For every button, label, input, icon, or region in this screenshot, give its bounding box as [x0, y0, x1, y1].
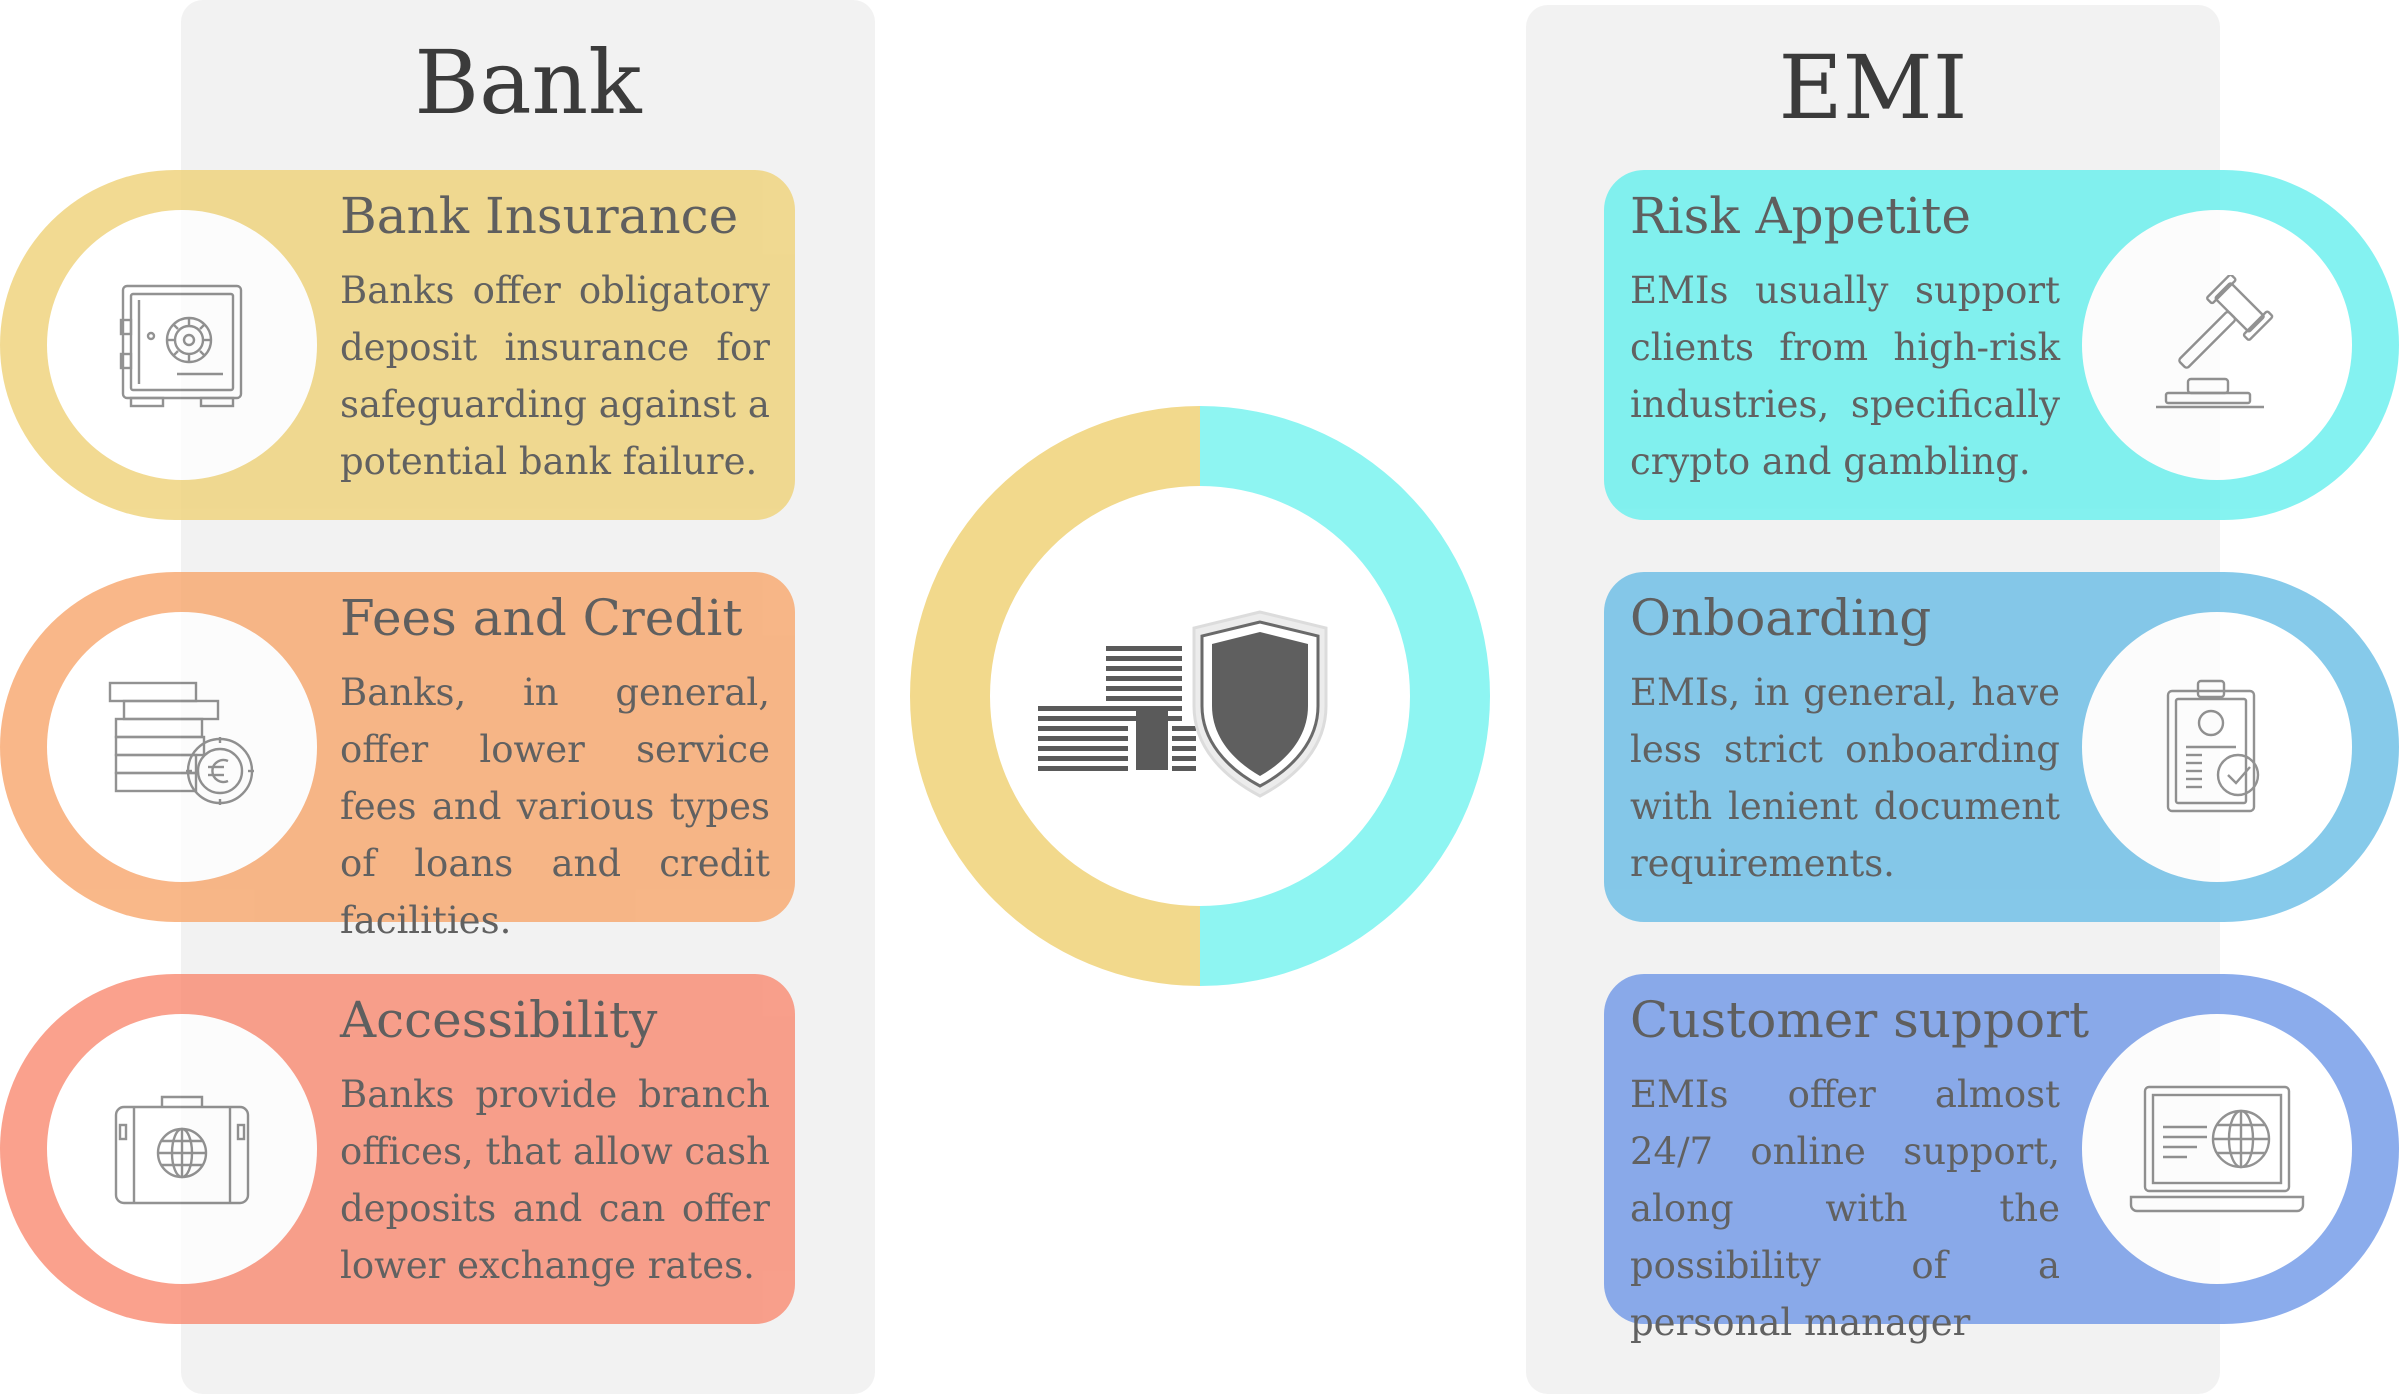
fees-and-credit-title: Fees and Credit — [340, 589, 743, 647]
onboarding-card: Onboarding EMIs, in general, have less s… — [1604, 572, 2399, 922]
briefcase-globe-icon — [114, 1095, 250, 1205]
bank-insurance-card: Bank Insurance Banks offer obligatory de… — [0, 170, 795, 520]
customer-support-description: EMIs offer almost 24/7 online support, a… — [1630, 1073, 2060, 1344]
coins-euro-icon — [108, 681, 254, 805]
risk-appetite-description: EMIs usually support clients from high-r… — [1630, 269, 2060, 483]
customer-support-icon-circle — [2082, 1014, 2352, 1284]
fees-and-credit-card: Fees and Credit Banks, in general, offer… — [0, 572, 795, 942]
fees-and-credit-icon-circle — [47, 612, 317, 882]
gavel-icon — [2156, 275, 2274, 409]
customer-support-card: Customer support EMIs offer almost 24/7 … — [1604, 974, 2399, 1344]
clipboard-check-icon — [2166, 679, 2260, 813]
onboarding-title: Onboarding — [1630, 589, 1932, 647]
emi-title: EMI — [1778, 36, 1968, 139]
money-shield-icon — [1038, 610, 1328, 798]
accessibility-icon-circle — [47, 1014, 317, 1284]
risk-appetite-card: Risk Appetite EMIs usually support clien… — [1604, 170, 2399, 520]
bank-insurance-icon-circle — [47, 210, 317, 480]
safe-icon — [119, 284, 243, 408]
bank-insurance-description: Banks offer obligatory deposit insurance… — [340, 269, 770, 483]
bank-insurance-title: Bank Insurance — [340, 187, 739, 245]
onboarding-description: EMIs, in general, have less strict onboa… — [1630, 671, 2060, 885]
accessibility-description: Banks provide branch offices, that allow… — [340, 1073, 770, 1287]
risk-appetite-title: Risk Appetite — [1630, 187, 1971, 245]
accessibility-card: Accessibility Banks provide branch offic… — [0, 974, 795, 1324]
risk-appetite-icon-circle — [2082, 210, 2352, 480]
donut-bank-half — [910, 406, 1200, 986]
bank-title: Bank — [414, 31, 642, 134]
donut-emi-half — [1200, 406, 1490, 986]
fees-and-credit-description: Banks, in general, offer lower service f… — [340, 671, 770, 942]
accessibility-title: Accessibility — [340, 991, 658, 1049]
onboarding-icon-circle — [2082, 612, 2352, 882]
center-donut — [910, 406, 1490, 986]
laptop-globe-icon — [2129, 1085, 2305, 1213]
customer-support-title: Customer support — [1630, 991, 2090, 1049]
